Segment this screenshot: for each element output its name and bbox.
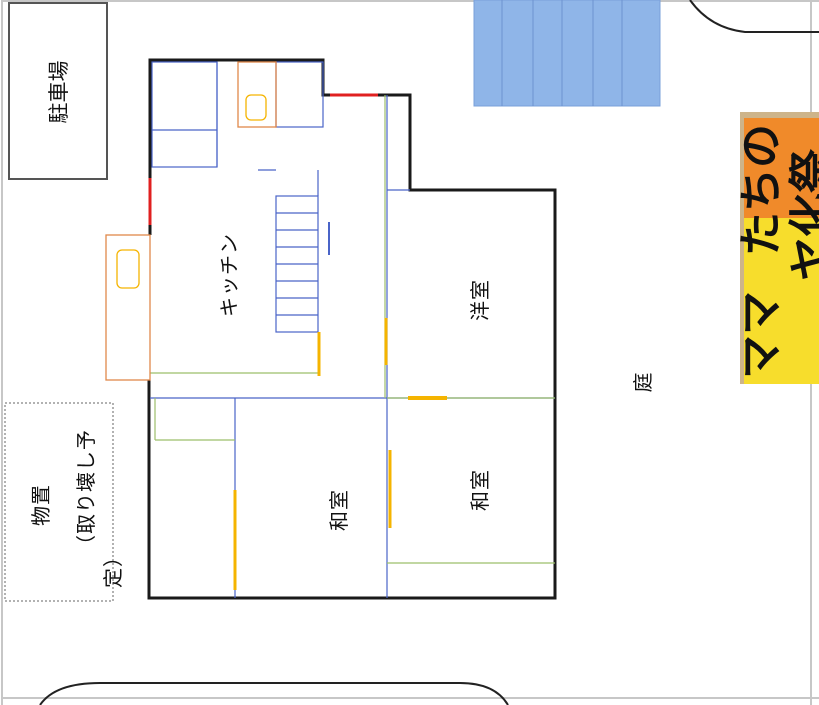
storage-label-3: 定） [101,546,125,588]
outdoor-deck [473,0,661,107]
parking-area [8,2,108,180]
storage-label-2: （取り壊し予 [74,429,98,555]
festival-sign-photo: ママ たちの ヤ化祭 [736,112,819,384]
road-curve-bottom-left [39,682,509,705]
garden-label: 庭 [631,372,655,393]
western-room-label: 洋室 [468,279,492,321]
sign-line1: ママ [736,291,787,379]
sign-line3: ヤ化祭 [786,148,819,281]
road-curve-top-right [689,0,819,33]
sign-line2: たちの [736,124,787,256]
kitchen-label: キッチン [217,233,241,317]
fixtures [105,61,277,381]
parking-label: 駐車場 [47,61,71,124]
house-walls [147,58,557,600]
storage-label-1: 物置 [29,484,53,526]
interior-lines [150,61,555,598]
storage-area [4,402,114,602]
japanese-room-right-label: 和室 [468,469,492,511]
doors [148,93,447,590]
japanese-room-left-label: 和室 [327,489,351,531]
green-lines [150,95,555,399]
